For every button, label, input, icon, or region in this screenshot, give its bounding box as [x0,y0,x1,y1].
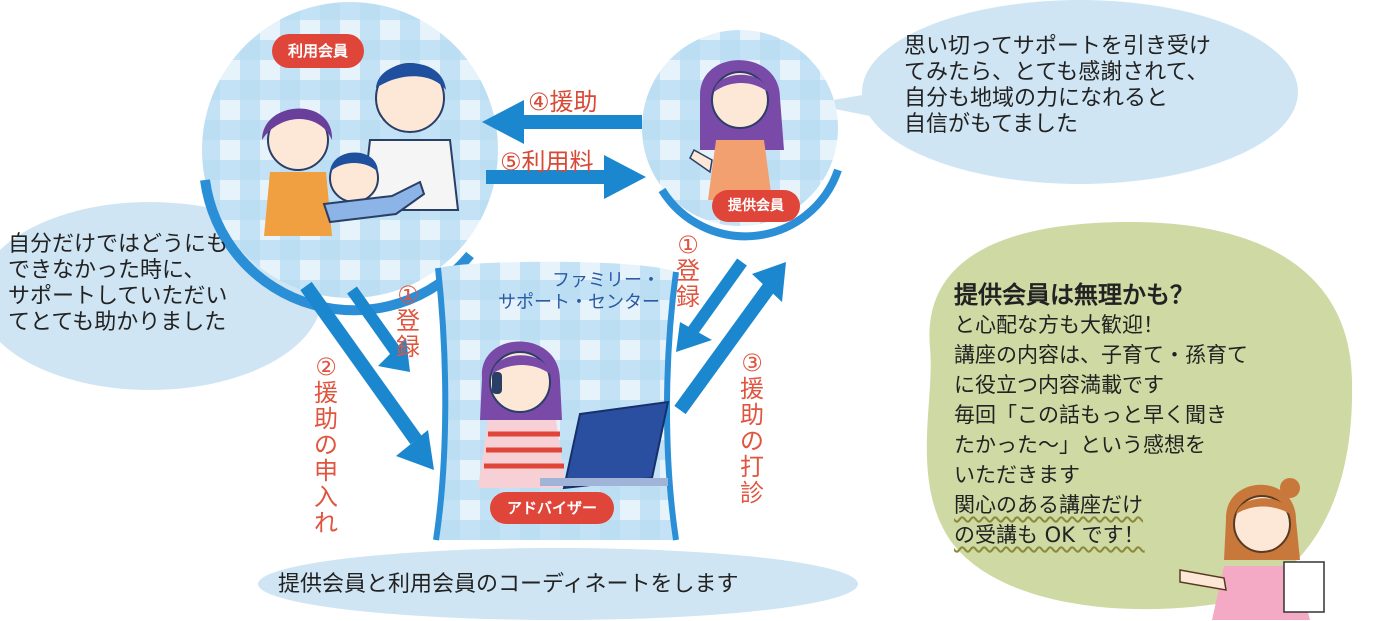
provider-member-pill: 提供会員 [712,190,800,222]
provider-woman-illustration [689,60,784,200]
support-arrow [482,100,642,144]
user-voice-text: 自分だけではどうにも できなかった時に、 サポートしていただい てとても助かりま… [8,232,229,335]
info-title: 提供会員は無理かも？ [954,281,1194,309]
info-underlined-line1: 関心のある講座だけ [954,493,1143,517]
support-label: ④援助 [528,88,598,116]
register-left-arrow [347,286,410,372]
provider-voice-bubble [810,0,1298,184]
provider-voice-text: 思い切ってサポートを引き受け てみたら、とても感謝されて、 自分も地域の力になれ… [904,34,1211,137]
user-member-circle [200,2,498,316]
adviser-pill: アドバイザー [490,492,614,524]
guide-woman-illustration [1179,478,1325,620]
consult-arrow [674,262,786,415]
family-support-center [433,261,679,541]
coordinate-text: 提供会員と利用会員のコーディネートをします [278,572,739,597]
center-label: ファミリー・ サポート・センター [484,270,660,314]
center-label-line1: ファミリー・ [552,270,660,291]
adviser-illustration [478,341,670,490]
info-text: 提供会員は無理かも？ と心配な方も大歓迎！ 講座の内容は、子育て・孫育て に役立… [954,281,1248,547]
register-right-arrow [676,258,747,352]
center-label-line2: サポート・センター [498,292,660,313]
info-underlined-line2: の受講も OK です！ [954,523,1145,547]
provider-member-circle [642,30,842,241]
coordinate-bubble [258,548,858,620]
request-arrow [300,281,434,470]
user-member-pill: 利用会員 [272,34,364,68]
fee-label: ⑤利用料 [500,148,594,176]
family-illustration [262,63,460,236]
fee-arrow [486,155,646,199]
